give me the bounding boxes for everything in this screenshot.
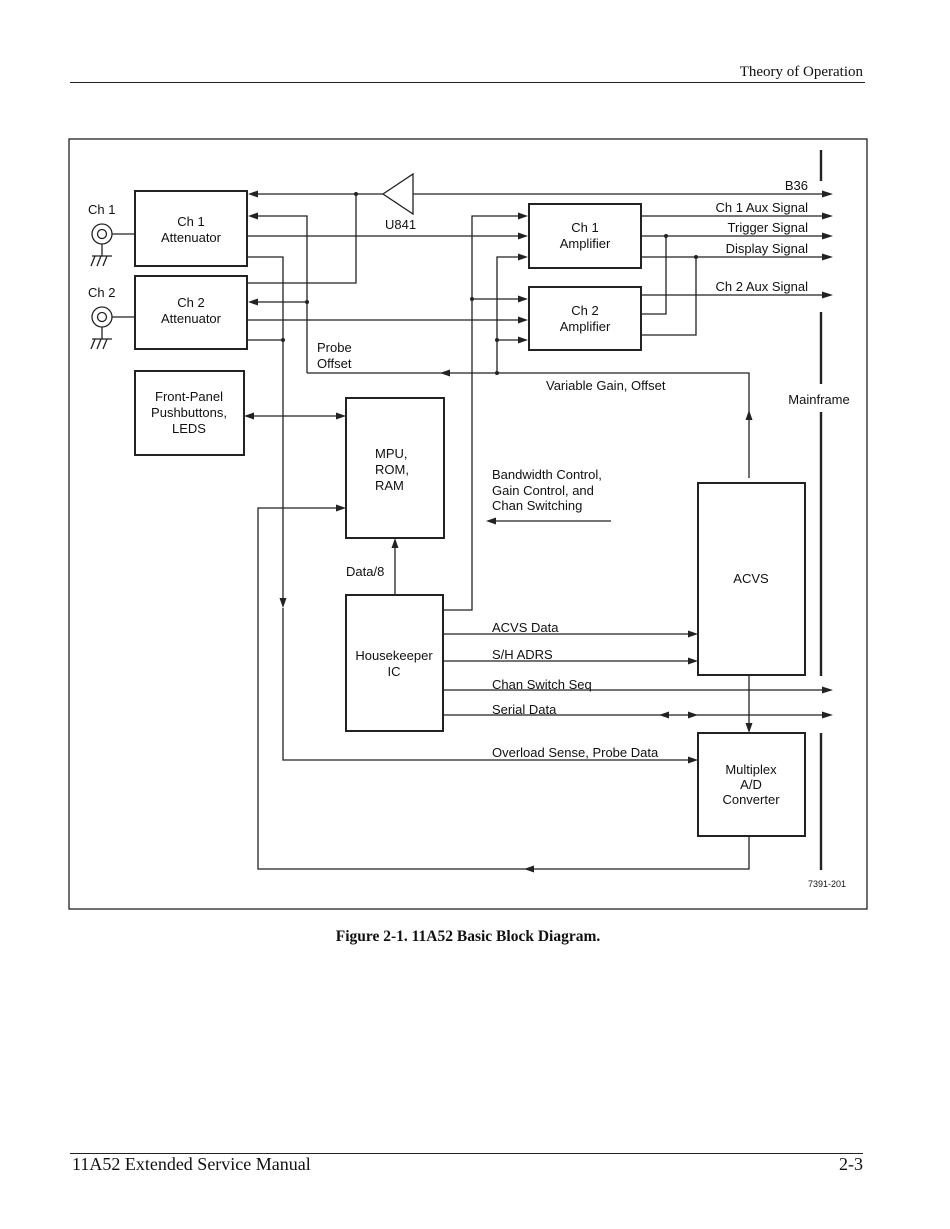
ch2-attenuator-block: Ch 2 Attenuator <box>134 275 248 350</box>
b36-label: B36 <box>785 178 808 193</box>
svg-text:Converter: Converter <box>722 792 780 807</box>
trigger-signal-label: Trigger Signal <box>728 220 809 235</box>
svg-text:ROM,: ROM, <box>375 462 409 477</box>
ch1-amplifier-block: Ch 1 Amplifier <box>528 203 642 269</box>
svg-text:MPU,: MPU, <box>375 446 408 461</box>
figure-caption: Figure 2-1. 11A52 Basic Block Diagram. <box>335 928 601 945</box>
ch1-input-label: Ch 1 <box>88 202 115 217</box>
svg-text:LEDS: LEDS <box>172 421 206 436</box>
svg-text:Attenuator: Attenuator <box>161 230 222 245</box>
sh-adrs-label: S/H ADRS <box>492 647 553 662</box>
svg-text:Ch 2: Ch 2 <box>571 303 598 318</box>
svg-text:ACVS: ACVS <box>733 571 769 586</box>
ch2-amplifier-block: Ch 2 Amplifier <box>528 286 642 351</box>
bandwidth-control-label-line2: Gain Control, and <box>492 483 594 498</box>
page-number: 2-3 <box>839 1154 863 1174</box>
variable-gain-label: Variable Gain, Offset <box>546 378 666 393</box>
ch2-input-connector: Ch 2 <box>88 285 115 350</box>
svg-text:IC: IC <box>388 664 401 679</box>
data-bus-label: Data/8 <box>346 564 384 579</box>
overload-sense-label: Overload Sense, Probe Data <box>492 745 659 760</box>
acvs-data-label: ACVS Data <box>492 620 559 635</box>
section-title: Theory of Operation <box>739 64 863 80</box>
ch1-aux-signal-label: Ch 1 Aux Signal <box>715 200 808 215</box>
bandwidth-control-label-line3: Chan Switching <box>492 498 582 513</box>
figure-number: 7391-201 <box>808 879 846 889</box>
housekeeper-block: Housekeeper IC <box>345 594 444 732</box>
svg-text:Ch 2: Ch 2 <box>177 295 204 310</box>
svg-text:Amplifier: Amplifier <box>560 319 611 334</box>
ch2-aux-signal-label: Ch 2 Aux Signal <box>715 279 808 294</box>
svg-text:Ch 1: Ch 1 <box>177 214 204 229</box>
acvs-block: ACVS <box>697 482 806 676</box>
mpu-block: MPU, ROM, RAM <box>345 397 445 539</box>
front-panel-block: Front-Panel Pushbuttons, LEDS <box>134 370 245 456</box>
svg-text:Amplifier: Amplifier <box>560 236 611 251</box>
multiplex-converter-block: Multiplex A/D Converter <box>697 732 806 837</box>
chan-switch-seq-label: Chan Switch Seq <box>492 677 592 692</box>
svg-text:Attenuator: Attenuator <box>161 311 222 326</box>
manual-title: 11A52 Extended Service Manual <box>72 1154 311 1174</box>
svg-text:U841: U841 <box>385 217 416 232</box>
bandwidth-control-label: Bandwidth Control, <box>492 467 602 482</box>
ch2-input-label: Ch 2 <box>88 285 115 300</box>
ch1-input-connector: Ch 1 <box>88 202 115 267</box>
svg-text:A/D: A/D <box>740 777 762 792</box>
probe-offset-label-line2: Offset <box>317 356 352 371</box>
display-signal-label: Display Signal <box>726 241 808 256</box>
svg-text:Pushbuttons,: Pushbuttons, <box>151 405 227 420</box>
diagram-frame <box>68 138 868 910</box>
svg-text:Front-Panel: Front-Panel <box>155 389 223 404</box>
mainframe-label: Mainframe <box>788 392 849 407</box>
svg-text:Multiplex: Multiplex <box>725 762 777 777</box>
serial-data-label: Serial Data <box>492 702 557 717</box>
header-rule <box>70 82 865 83</box>
probe-offset-label: Probe <box>317 340 352 355</box>
svg-text:RAM: RAM <box>375 478 404 493</box>
u841-buffer: U841 <box>381 172 416 232</box>
svg-text:Ch 1: Ch 1 <box>571 220 598 235</box>
svg-text:Housekeeper: Housekeeper <box>355 648 433 663</box>
ch1-attenuator-block: Ch 1 Attenuator <box>134 190 248 267</box>
footer-rule <box>70 1153 863 1154</box>
